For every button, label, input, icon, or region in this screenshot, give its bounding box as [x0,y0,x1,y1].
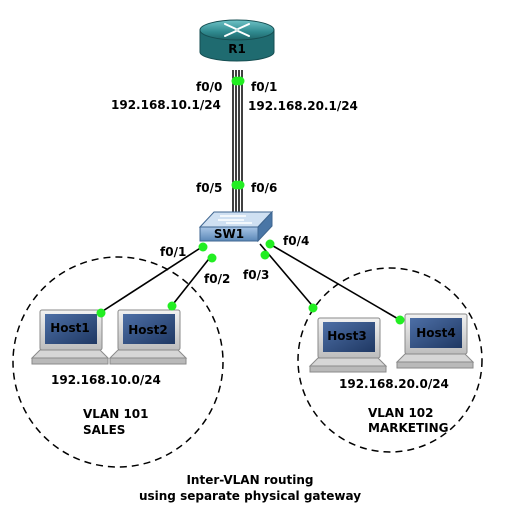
dot-host1 [96,308,106,318]
switch-sw1[interactable]: SW1 [198,210,274,243]
router-r1[interactable]: R1 [199,19,275,62]
vlan101-network: 192.168.10.0/24 [51,373,161,387]
port-label-sw-f02: f0/2 [204,272,230,286]
dot-sw-f03 [260,250,270,260]
vlan102-name: MARKETING [368,421,449,435]
host-2-label: Host2 [128,323,168,337]
vlan101-zone [12,256,224,468]
vlan102-zone [297,267,483,453]
link-host4 [267,242,401,321]
link-host2 [169,254,213,309]
host-2[interactable]: Host2 [108,309,188,365]
dot-r1-f01 [235,76,245,86]
port-label-sw-f04: f0/4 [283,234,309,248]
vlan101-name: SALES [83,423,125,437]
vlan102-id: VLAN 102 [368,406,434,420]
port-label-sw-f03: f0/3 [243,268,269,282]
host-1-label: Host1 [50,321,90,335]
host-3-label: Host3 [327,329,367,343]
dot-sw-f01 [198,242,208,252]
dot-sw-f04 [265,239,275,249]
port-label-sw-f06: f0/6 [251,181,277,195]
dot-host2 [167,301,177,311]
caption-line-2: using separate physical gateway [139,489,361,503]
vlan101-id: VLAN 101 [83,407,149,421]
link-host1 [91,244,206,319]
host-4-label: Host4 [416,326,456,340]
host-1[interactable]: Host1 [30,309,110,365]
dot-sw-f06 [235,180,245,190]
router-label: R1 [228,42,246,56]
port-label-r1-f00: f0/0 [196,80,222,94]
vlan102-network: 192.168.20.0/24 [339,377,449,391]
dot-host4 [395,315,405,325]
dot-sw-f02 [207,253,217,263]
switch-label: SW1 [214,227,244,241]
host-3[interactable]: Host3 [308,317,388,373]
ip-r1-f00: 192.168.10.1/24 [111,98,221,112]
port-label-sw-f01: f0/1 [160,245,186,259]
host-4[interactable]: Host4 [395,313,475,369]
router-switch-links [232,70,243,220]
dot-host3 [308,303,318,313]
caption-line-1: Inter-VLAN routing [186,473,313,487]
router-arrows-icon [224,23,250,37]
switch-arrows-icon [218,215,252,224]
ip-r1-f01: 192.168.20.1/24 [248,99,358,113]
port-label-r1-f01: f0/1 [251,80,277,94]
port-label-sw-f05: f0/5 [196,181,222,195]
link-status-dots [96,76,405,325]
